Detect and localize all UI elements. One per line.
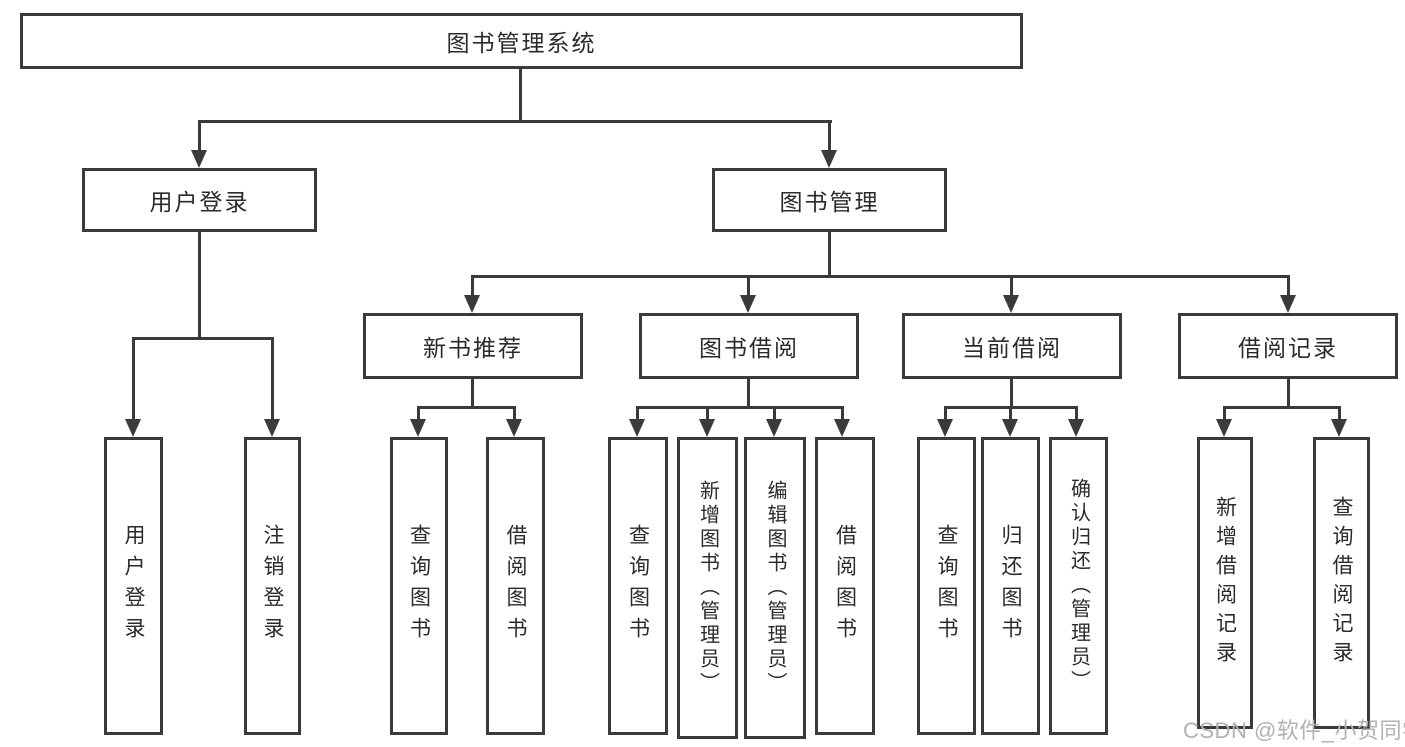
leaf-bb-add-books-label: 新增图书（管理员） — [696, 480, 719, 696]
leaf-cb-return-books-label: 归还图书 — [999, 524, 1022, 648]
leaf-nb-borrow-books: 借阅图书 — [486, 437, 545, 735]
arrowhead-br-add — [1216, 419, 1232, 437]
node-user-login-label: 用户登录 — [149, 189, 250, 215]
edge-to-cb-confirm — [1075, 406, 1078, 422]
leaf-logout-label: 注销登录 — [261, 524, 284, 648]
leaf-bb-edit-books: 编辑图书（管理员） — [744, 437, 806, 739]
edge-to-current-borrow — [1010, 275, 1013, 298]
leaf-cb-confirm-return: 确认归还（管理员） — [1049, 437, 1108, 735]
leaf-nb-query-books-label: 查询图书 — [407, 524, 431, 648]
node-book-management: 图书管理 — [712, 168, 947, 232]
arrowhead-ul-user-login — [125, 419, 141, 437]
node-current-borrow: 当前借阅 — [902, 313, 1122, 379]
arrowhead-bb-add — [699, 419, 715, 437]
edge-to-book-management — [828, 120, 831, 153]
leaf-cb-query-books: 查询图书 — [917, 437, 976, 735]
edge-to-nb-query — [417, 406, 420, 422]
edge-level2-split — [198, 120, 832, 123]
leaf-user-login: 用户登录 — [104, 437, 163, 735]
leaf-nb-borrow-books-label: 借阅图书 — [504, 524, 527, 648]
node-root-label: 图书管理系统 — [446, 30, 597, 56]
arrowhead-borrow-records — [1280, 295, 1296, 313]
edge-level3-split — [471, 275, 1290, 278]
edge-book-borrow-stem — [747, 379, 750, 406]
edge-to-bb-edit — [773, 406, 776, 422]
leaf-br-add-record: 新增借阅记录 — [1197, 437, 1253, 729]
edge-new-book-rec-stem — [471, 379, 474, 406]
node-book-management-label: 图书管理 — [779, 189, 880, 215]
arrowhead-user-login — [191, 150, 207, 168]
leaf-bb-add-books: 新增图书（管理员） — [677, 437, 738, 739]
edge-to-br-query — [1338, 406, 1341, 422]
leaf-br-add-record-label: 新增借阅记录 — [1213, 496, 1237, 670]
edge-user-login-stem — [198, 232, 201, 337]
edge-to-borrow-records — [1287, 275, 1290, 298]
arrowhead-nb-query — [410, 419, 426, 437]
leaf-bb-edit-books-label: 编辑图书（管理员） — [764, 480, 786, 696]
edge-user-login-split — [132, 337, 274, 340]
edge-borrow-records-split — [1223, 406, 1340, 409]
leaf-cb-query-books-label: 查询图书 — [935, 524, 958, 648]
arrowhead-book-management — [821, 150, 837, 168]
node-book-borrow: 图书借阅 — [639, 313, 859, 379]
node-user-login: 用户登录 — [82, 168, 317, 232]
node-borrow-records-label: 借阅记录 — [1238, 335, 1338, 361]
edge-root-stem — [519, 69, 522, 122]
node-borrow-records: 借阅记录 — [1178, 313, 1398, 379]
edge-to-cb-query — [944, 406, 947, 422]
edge-borrow-records-stem — [1287, 379, 1290, 406]
leaf-br-query-record: 查询借阅记录 — [1313, 437, 1370, 729]
arrowhead-book-borrow — [740, 295, 756, 313]
leaf-br-query-record-label: 查询借阅记录 — [1330, 496, 1353, 670]
arrowhead-ul-logout — [264, 419, 280, 437]
node-new-book-rec: 新书推荐 — [363, 313, 583, 379]
node-book-borrow-label: 图书借阅 — [699, 335, 799, 361]
edge-to-bb-add — [706, 406, 709, 422]
edge-book-management-stem — [828, 232, 831, 275]
edge-to-new-book-rec — [471, 275, 474, 298]
arrowhead-br-query — [1331, 419, 1347, 437]
edge-current-borrow-stem — [1010, 379, 1013, 406]
leaf-cb-return-books: 归还图书 — [981, 437, 1040, 735]
edge-to-bb-borrow — [841, 406, 844, 422]
edge-to-cb-return — [1009, 406, 1012, 422]
leaf-user-login-label: 用户登录 — [122, 524, 145, 648]
node-new-book-rec-label: 新书推荐 — [423, 335, 523, 361]
edge-to-ul-logout — [271, 337, 274, 422]
edge-to-br-add — [1223, 406, 1226, 422]
edge-to-ul-user-login — [132, 337, 135, 422]
csdn-watermark: CSDN @软件_小贺同学 — [1183, 718, 1405, 743]
arrowhead-new-book-rec — [464, 295, 480, 313]
edge-book-borrow-split — [636, 406, 844, 409]
node-root: 图书管理系统 — [20, 13, 1023, 69]
arrowhead-cb-confirm — [1068, 419, 1084, 437]
leaf-bb-borrow-books: 借阅图书 — [815, 437, 875, 735]
arrowhead-bb-query — [629, 419, 645, 437]
edge-to-book-borrow — [747, 275, 750, 298]
leaf-nb-query-books: 查询图书 — [390, 437, 448, 735]
arrowhead-cb-query — [937, 419, 953, 437]
leaf-cb-confirm-return-label: 确认归还（管理员） — [1067, 478, 1090, 694]
node-current-borrow-label: 当前借阅 — [962, 335, 1062, 361]
edge-new-book-rec-split — [417, 406, 516, 409]
arrowhead-nb-borrow — [506, 419, 522, 437]
arrowhead-bb-edit — [766, 419, 782, 437]
edge-to-user-login — [198, 120, 201, 153]
arrowhead-cb-return — [1002, 419, 1018, 437]
arrowhead-current-borrow — [1003, 295, 1019, 313]
edge-to-nb-borrow — [513, 406, 516, 422]
leaf-bb-query-books: 查询图书 — [608, 437, 668, 735]
leaf-bb-query-books-label: 查询图书 — [626, 524, 650, 648]
edge-to-bb-query — [636, 406, 639, 422]
arrowhead-bb-borrow — [834, 419, 850, 437]
leaf-bb-borrow-books-label: 借阅图书 — [833, 524, 857, 648]
leaf-logout: 注销登录 — [244, 437, 301, 735]
